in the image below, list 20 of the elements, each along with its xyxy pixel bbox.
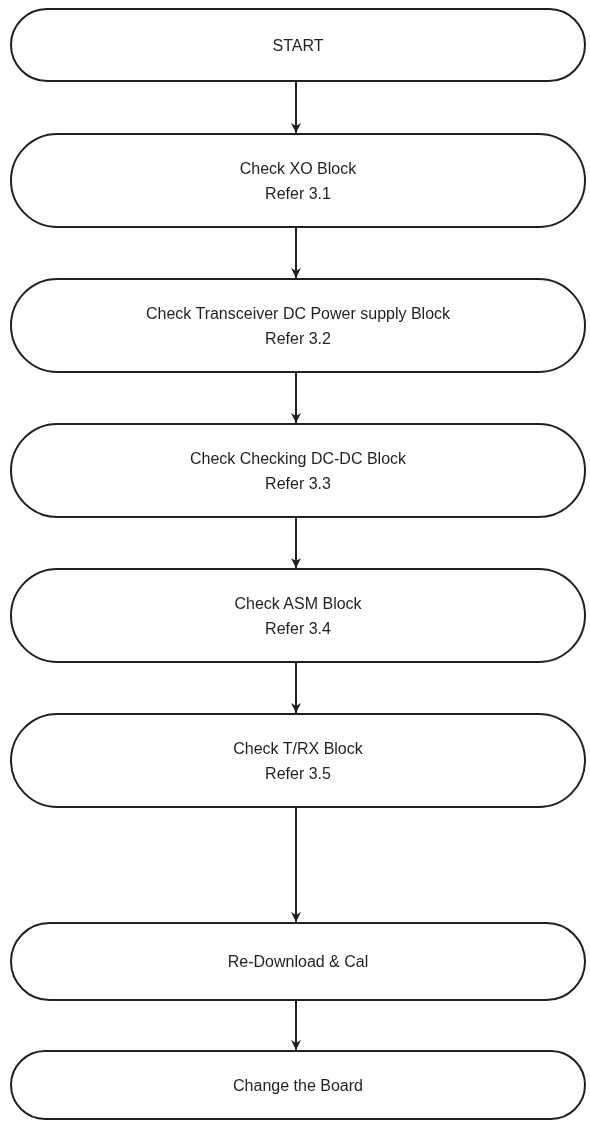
reference-note: Refer 3.2 xyxy=(265,328,331,349)
arrow xyxy=(291,517,301,569)
reference-note: Refer 3.1 xyxy=(265,183,331,204)
step-label: Check XO Block xyxy=(239,158,357,179)
step-label: Check Checking DC-DC Block xyxy=(189,448,407,469)
arrow xyxy=(291,662,301,714)
step-label: START xyxy=(272,35,324,56)
reference-note: Refer 3.5 xyxy=(265,763,331,784)
step-label: Re-Download & Cal xyxy=(227,952,369,972)
step-label: Change the Board xyxy=(233,1075,363,1096)
arrow xyxy=(291,372,301,424)
step-label: Check T/RX Block xyxy=(233,738,363,759)
reference-note: Refer 3.3 xyxy=(265,473,331,494)
step-label: Check Transceiver DC Power supply Block xyxy=(145,303,451,324)
arrow xyxy=(291,227,301,279)
arrow xyxy=(291,81,301,134)
step-label: Check ASM Block xyxy=(234,593,362,614)
arrow xyxy=(291,1000,301,1051)
reference-note: Refer 3.4 xyxy=(265,618,331,639)
arrow xyxy=(291,807,301,923)
